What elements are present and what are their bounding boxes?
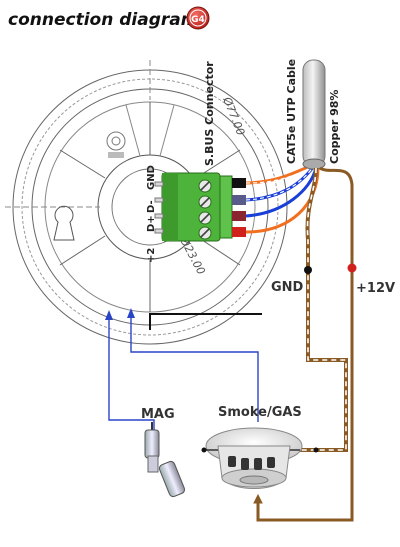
logo-mark bbox=[106, 131, 126, 158]
sbus-label: S.BUS Connector bbox=[203, 61, 216, 166]
badge-label: G4 bbox=[191, 15, 205, 25]
ferrule-blue bbox=[232, 195, 246, 205]
gnd-label: GND bbox=[271, 280, 304, 295]
terminal-block bbox=[154, 172, 246, 242]
v12-junction bbox=[347, 263, 357, 273]
g4-badge: G4 bbox=[186, 6, 210, 30]
pin-dplus-label: D+ bbox=[146, 215, 157, 232]
smoke-right-terminal bbox=[313, 447, 319, 453]
smoke-label: Smoke/GAS bbox=[218, 405, 302, 420]
ferrule-black bbox=[232, 178, 246, 188]
page-title: connection diagram bbox=[8, 10, 198, 30]
mag-sensor bbox=[144, 422, 186, 498]
mag-arrow bbox=[105, 310, 113, 320]
v12-label: +12V bbox=[356, 281, 395, 296]
dimension-outer: Ø77.00 bbox=[220, 94, 247, 137]
smoke-left-terminal bbox=[201, 447, 207, 453]
pin-plus-label: +2 bbox=[146, 248, 157, 263]
smoke-arrow bbox=[127, 308, 135, 318]
mag-label: MAG bbox=[141, 407, 175, 422]
gnd-junction bbox=[304, 266, 312, 274]
smoke-detector bbox=[205, 427, 303, 489]
pin-dminus-label: D- bbox=[146, 200, 157, 213]
gnd-wire bbox=[296, 167, 348, 452]
ferrule-red bbox=[232, 227, 246, 237]
ferrule-red-dark bbox=[232, 211, 246, 221]
brown-12v-wire bbox=[253, 166, 354, 522]
sensor-wires bbox=[108, 312, 259, 432]
copper-label: Copper 98% bbox=[328, 90, 341, 164]
cable-label: CAT5e UTP Cable bbox=[285, 59, 298, 164]
pin-gnd-label: GND bbox=[146, 165, 157, 190]
cat5e-cable bbox=[302, 59, 326, 170]
